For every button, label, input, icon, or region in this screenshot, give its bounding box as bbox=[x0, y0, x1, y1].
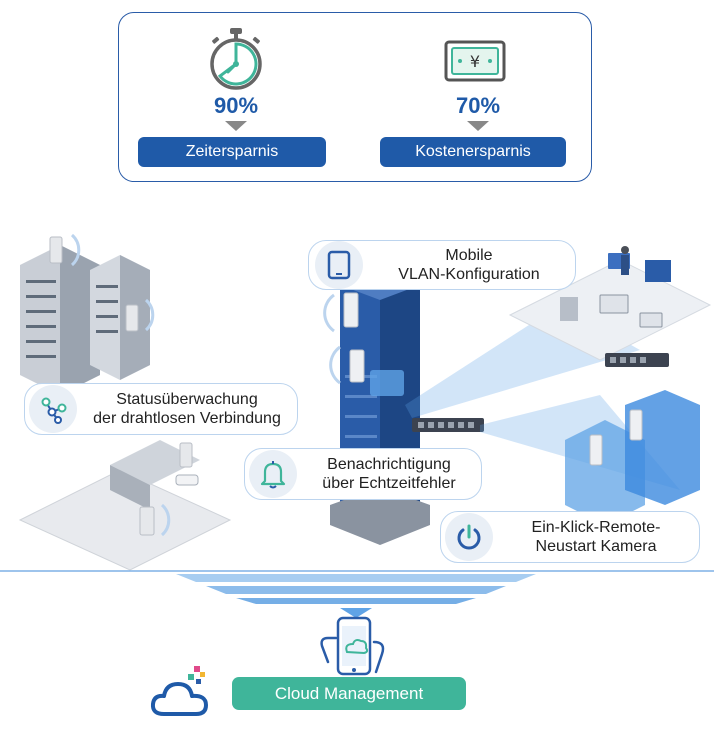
office-room-illustration bbox=[508, 246, 712, 367]
status-line2: der drahtlosen Verbindung bbox=[93, 410, 281, 427]
central-tower-illustration bbox=[323, 270, 484, 545]
cost-savings-percent: 70% bbox=[455, 93, 501, 118]
mobile-vlan-line2: VLAN-Konfiguration bbox=[398, 266, 540, 283]
yen-symbol: ¥ bbox=[470, 52, 480, 71]
time-arrow-down-icon bbox=[225, 121, 247, 131]
cloud-management-label: Cloud Management bbox=[232, 677, 466, 710]
status-line1: Statusüberwachung bbox=[116, 391, 258, 408]
cost-savings-label: Kostenersparnis bbox=[380, 137, 566, 167]
cloud-icon bbox=[150, 666, 208, 716]
cost-arrow-down-icon bbox=[467, 121, 489, 131]
convergence-bands bbox=[176, 574, 536, 618]
notify-line2: über Echtzeitfehler bbox=[322, 475, 456, 492]
callout-remote-restart: Ein-Klick-Remote- Neustart Kamera bbox=[440, 511, 700, 563]
banknote-yen-icon: ¥ bbox=[444, 40, 506, 82]
bell-icon bbox=[260, 461, 286, 489]
restart-line1: Ein-Klick-Remote- bbox=[531, 519, 661, 536]
restart-line2: Neustart Kamera bbox=[535, 538, 657, 555]
tablet-icon-circle bbox=[315, 241, 363, 289]
network-nodes-icon bbox=[41, 397, 67, 424]
phone-in-hand-icon bbox=[320, 616, 385, 676]
callout-realtime-notification: Benachrichtigung über Echtzeitfehler bbox=[244, 448, 482, 500]
time-savings-percent: 90% bbox=[213, 93, 259, 118]
callout-status-monitoring: Statusüberwachung der drahtlosen Verbind… bbox=[24, 383, 298, 435]
tablet-icon bbox=[327, 250, 351, 280]
time-savings-label: Zeitersparnis bbox=[138, 137, 326, 167]
callout-mobile-vlan: Mobile VLAN-Konfiguration bbox=[308, 240, 576, 290]
parking-lot-illustration bbox=[18, 440, 232, 571]
notify-line1: Benachrichtigung bbox=[327, 456, 451, 473]
mobile-vlan-line1: Mobile bbox=[445, 247, 493, 264]
network-nodes-icon-circle bbox=[29, 385, 77, 433]
camera-racks-illustration bbox=[565, 390, 700, 525]
office-buildings-illustration bbox=[20, 233, 155, 395]
stopwatch-icon bbox=[210, 28, 262, 90]
savings-panel bbox=[118, 12, 592, 182]
power-icon bbox=[457, 524, 481, 550]
bell-icon-circle bbox=[249, 450, 297, 498]
power-icon-circle bbox=[445, 513, 493, 561]
